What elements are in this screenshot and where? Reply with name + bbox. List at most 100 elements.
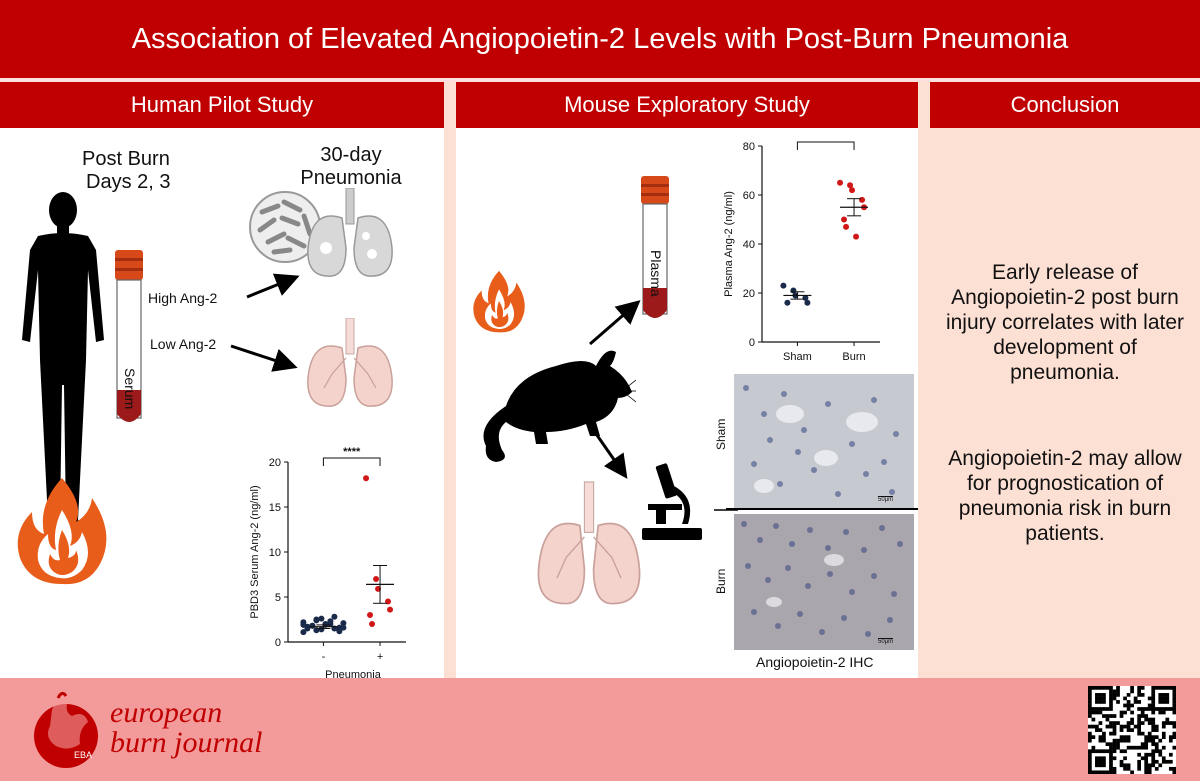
qr-module [1123, 724, 1127, 729]
y-axis-label: PBD3 Serum Ang-2 (ng/ml) [249, 485, 261, 618]
qr-module [1105, 724, 1110, 729]
qr-module [1172, 724, 1176, 729]
qr-module [1144, 707, 1149, 711]
qr-module [1151, 689, 1156, 694]
qr-module [1095, 693, 1099, 697]
qr-module [1172, 696, 1176, 701]
qr-module [1144, 759, 1149, 764]
qr-module [1151, 742, 1156, 747]
arrow-mouse-to-lungs [590, 427, 628, 479]
qr-module [1098, 756, 1103, 761]
conclusion-panel: Conclusion Early release of Angiopoietin… [930, 82, 1200, 678]
qr-module [1119, 714, 1124, 718]
qr-module [1161, 724, 1166, 729]
qr-module [1147, 721, 1152, 725]
qr-module [1140, 721, 1145, 725]
qr-module [1158, 749, 1163, 754]
x-tick-label: + [377, 651, 383, 663]
qr-module [1168, 735, 1173, 739]
qr-module [1147, 703, 1152, 708]
qr-module [1105, 742, 1110, 747]
qr-module [1098, 770, 1103, 774]
qr-module [1088, 735, 1092, 739]
qr-module [1137, 731, 1141, 736]
qr-module [1151, 686, 1156, 690]
qr-module [1126, 693, 1131, 697]
qr-module [1091, 707, 1096, 711]
qr-module [1161, 721, 1166, 725]
low-ang2-label: Low Ang-2 [150, 336, 217, 352]
qr-module [1140, 756, 1145, 761]
qr-module [1102, 738, 1106, 743]
journal-line2: burn journal [110, 726, 263, 759]
qr-module [1119, 759, 1124, 764]
qr-module [1088, 693, 1092, 697]
qr-module [1172, 703, 1176, 708]
qr-module [1088, 714, 1092, 718]
mouse-exploratory-study-panel: Mouse Exploratory Study Plasma [456, 82, 918, 678]
qr-module [1137, 759, 1141, 764]
qr-module [1126, 724, 1131, 729]
qr-module [1102, 759, 1106, 764]
qr-module [1123, 703, 1127, 708]
qr-module [1168, 686, 1173, 690]
qr-module [1158, 700, 1163, 704]
qr-module [1137, 693, 1141, 697]
qr-module [1137, 766, 1141, 771]
qr-module [1140, 714, 1145, 718]
human-panel-body: Post Burn Days 2, 3 30-day Pneumonia [0, 132, 444, 678]
qr-module [1112, 738, 1117, 743]
qr-module [1161, 696, 1166, 701]
qr-module [1098, 686, 1103, 690]
qr-module [1147, 766, 1152, 771]
qr-module [1165, 686, 1170, 690]
qr-module [1154, 745, 1159, 750]
qr-module [1098, 759, 1103, 764]
qr-module [1105, 686, 1110, 690]
qr-module [1161, 693, 1166, 697]
qr-module [1144, 763, 1149, 768]
qr-module [1112, 721, 1117, 725]
qr-module [1151, 752, 1156, 757]
panel-header-human: Human Pilot Study [0, 82, 444, 128]
qr-module [1126, 766, 1131, 771]
conclusion-text-1: Early release of Angiopoietin-2 post bur… [945, 261, 1185, 384]
qr-module [1123, 696, 1127, 701]
qr-module [1151, 763, 1156, 768]
data-point [318, 626, 325, 633]
qr-module [1126, 703, 1131, 708]
qr-module [1109, 724, 1113, 729]
healthy-lungs-icon [307, 318, 393, 407]
qr-module [1088, 738, 1092, 743]
qr-module [1130, 721, 1134, 725]
qr-module [1151, 717, 1156, 722]
qr-module [1109, 749, 1113, 754]
qr-module [1116, 742, 1120, 747]
qr-module [1130, 745, 1134, 750]
qr-module [1109, 742, 1113, 747]
data-point [837, 179, 844, 186]
data-point [367, 612, 374, 618]
qr-module [1172, 766, 1176, 771]
data-point [373, 576, 380, 582]
qr-module [1091, 735, 1096, 739]
qr-module [1144, 738, 1149, 743]
qr-module [1112, 714, 1117, 718]
qr-module [1172, 735, 1176, 739]
qr-module [1116, 721, 1120, 725]
qr-module [1172, 686, 1176, 690]
post-burn-label: Post Burn Days 2, 3 [82, 148, 170, 194]
qr-module [1102, 686, 1106, 690]
qr-module [1098, 749, 1103, 754]
qr-module [1109, 703, 1113, 708]
significance-label: **** [817, 136, 835, 142]
qr-module [1158, 763, 1163, 768]
fire-icon [473, 270, 525, 333]
qr-module [1098, 707, 1103, 711]
significance-bracket [322, 457, 381, 466]
data-point [853, 233, 860, 240]
qr-code-icon[interactable] [1088, 686, 1176, 774]
qr-module [1168, 752, 1173, 757]
qr-module [1154, 742, 1159, 747]
qr-module [1144, 735, 1149, 739]
